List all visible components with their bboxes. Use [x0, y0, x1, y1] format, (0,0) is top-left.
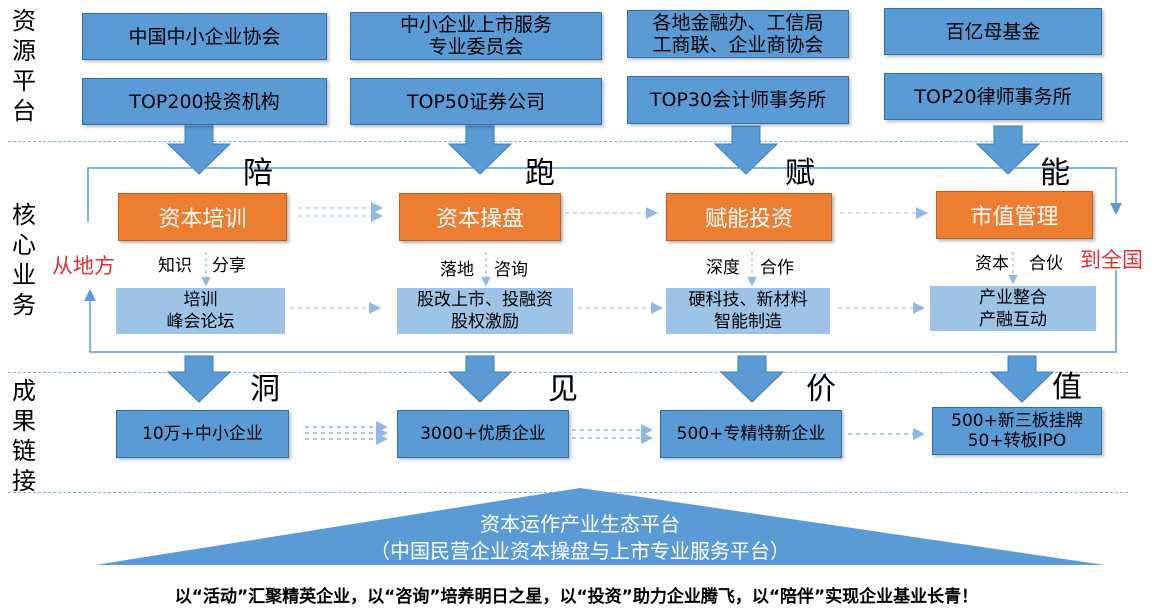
sub-label-cooperation: 合作	[760, 258, 794, 278]
separator-line	[8, 141, 1128, 142]
resource-box-sme-association: 中国中小企业协会	[82, 13, 327, 60]
platform-title: 资本运作产业生态平台	[480, 512, 680, 536]
detail-box-operation: 股改上市、投融资 股权激励	[397, 288, 573, 334]
detail-box-market-value: 产业整合 产融互动	[930, 286, 1096, 331]
detail-box-training: 培训 峰会论坛	[116, 288, 285, 334]
resource-box-investment-institutions: TOP200投资机构	[82, 78, 327, 125]
resource-box-securities-firms: TOP50证券公司	[350, 78, 602, 125]
resource-box-local-offices: 各地金融办、工信局 工商联、企业商协会	[627, 10, 849, 58]
sub-label-capital: 资本	[975, 254, 1009, 274]
verb-value: 值	[1052, 370, 1082, 405]
resource-box-mother-fund: 百亿母基金	[884, 8, 1102, 55]
sub-label-depth: 深度	[706, 258, 740, 278]
to-national-label: 到全国	[1080, 248, 1143, 272]
sub-label-partner: 合伙	[1029, 254, 1063, 274]
separator-line	[8, 372, 1128, 373]
side-label-result: 成果链接	[12, 377, 38, 495]
verb-ability: 能	[1040, 156, 1070, 191]
core-box-market-value: 市值管理	[936, 191, 1093, 239]
result-box-specialized: 500+专精特新企业	[660, 410, 842, 458]
resource-box-listing-committee: 中小企业上市服务 专业委员会	[350, 12, 602, 60]
slogan: 以“活动”汇聚精英企业，以“咨询”培养明日之星，以“投资”助力企业腾飞，以“陪伴…	[174, 587, 979, 607]
sub-label-landing: 落地	[440, 260, 474, 280]
detail-box-investment: 硬科技、新材料 智能制造	[666, 288, 830, 334]
core-box-capital-training: 资本培训	[118, 193, 287, 241]
verb-run: 跑	[525, 156, 555, 191]
sub-label-knowledge: 知识	[158, 256, 192, 276]
verb-empower: 赋	[785, 156, 815, 191]
verb-insight: 洞	[250, 372, 280, 407]
side-label-core: 核心业务	[12, 201, 38, 319]
sub-label-consulting: 咨询	[494, 260, 528, 280]
platform-triangle	[95, 488, 1105, 565]
platform-subtitle: （中国民营企业资本操盘与上市专业服务平台）	[370, 539, 790, 563]
verb-see: 见	[548, 372, 578, 407]
verb-accompany: 陪	[243, 156, 273, 191]
side-label-resource: 资源平台	[12, 7, 38, 125]
core-box-empower-investment: 赋能投资	[666, 193, 832, 241]
core-box-capital-operation: 资本操盘	[399, 193, 561, 241]
resource-box-law-firms: TOP20律师事务所	[884, 73, 1102, 120]
result-box-ipo: 500+新三板挂牌 50+转板IPO	[932, 407, 1102, 455]
resource-box-accounting-firms: TOP30会计师事务所	[627, 76, 849, 124]
result-box-quality: 3000+优质企业	[397, 410, 569, 458]
result-box-sme: 10万+中小企业	[116, 410, 289, 458]
from-local-label: 从地方	[52, 254, 115, 278]
verb-price: 价	[806, 372, 836, 407]
sub-label-share: 分享	[212, 256, 246, 276]
